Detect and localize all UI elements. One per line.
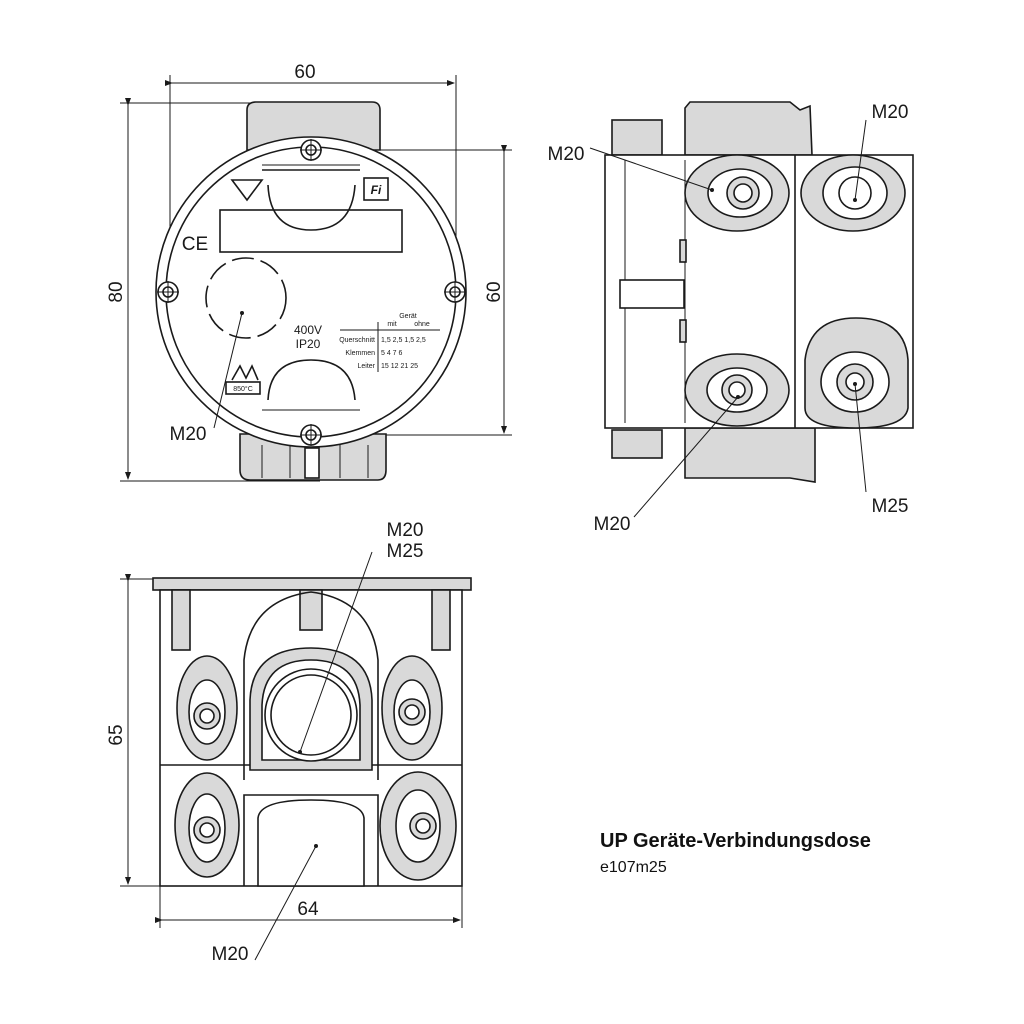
knockout-side-bottom-right	[804, 317, 909, 429]
bottom-label-center-1: M20	[387, 520, 424, 541]
knockout-bottom-lower-right	[379, 771, 457, 881]
fi-mark-icon	[363, 177, 389, 201]
voltage-label: 400V	[294, 323, 322, 337]
dim-height-label: 80	[106, 281, 127, 302]
spec-table: Gerät mit ohne Querschnitt 1,5 2,5 1,5 2…	[339, 313, 440, 372]
front-view: 60 80 60	[106, 62, 512, 482]
screw-hole-left	[157, 281, 179, 303]
knockout-side-top-right	[800, 154, 906, 232]
screw-hole-right	[444, 281, 466, 303]
flame-icon	[231, 364, 259, 381]
bottom-dim-width-label: 64	[297, 899, 319, 920]
screw-hole-top	[300, 139, 322, 161]
side-view: M20 M20 M20 M25	[548, 101, 914, 535]
knockout-side-bottom-left	[684, 353, 790, 427]
side-label-top-right: M20	[872, 102, 909, 123]
bottom-dim-height-label: 65	[106, 724, 127, 745]
svg-text:5 4 7 6: 5 4 7 6	[381, 350, 403, 357]
temp-mark-label: 850°C	[233, 385, 253, 393]
svg-text:Querschnitt: Querschnitt	[339, 337, 375, 344]
caption-block: UP Geräte-Verbindungsdose e107m25	[600, 830, 871, 877]
knockout-side-top-left	[684, 154, 790, 232]
caption-code: e107m25	[600, 859, 667, 876]
bottom-label-lower: M20	[212, 944, 249, 965]
screw-hole-bottom	[300, 424, 322, 446]
knockout-bottom-lower-left	[174, 772, 240, 878]
svg-text:ohne: ohne	[414, 321, 430, 328]
ip-label: IP20	[296, 337, 321, 351]
side-label-bottom-right: M25	[872, 496, 909, 517]
side-label-top-left: M20	[548, 144, 585, 165]
svg-text:15 12 21 25: 15 12 21 25	[381, 363, 418, 370]
svg-text:Gerät: Gerät	[399, 313, 417, 320]
bottom-view: 65 64	[106, 520, 472, 965]
knockout-bottom-top-right	[381, 655, 443, 761]
bottom-label-center-2: M25	[387, 541, 424, 562]
caption-title: UP Geräte-Verbindungsdose	[600, 830, 871, 852]
knockout-label: M20	[170, 424, 207, 445]
ce-mark-label: CE	[182, 234, 208, 255]
knockout-m20-front	[205, 257, 287, 339]
svg-text:Leiter: Leiter	[357, 363, 375, 370]
knockout-bottom-center	[249, 647, 373, 771]
svg-text:mit: mit	[387, 321, 396, 328]
dim-hole-spacing-label: 60	[484, 281, 505, 302]
svg-text:Klemmen: Klemmen	[345, 350, 375, 357]
svg-text:1,5 2,5 1,5 2,5: 1,5 2,5 1,5 2,5	[381, 337, 426, 344]
triangle-icon	[230, 179, 264, 202]
knockout-bottom-top-left	[176, 655, 238, 761]
dim-width-label: 60	[294, 62, 315, 83]
side-label-bottom-left: M20	[594, 514, 631, 535]
fi-mark-label: Fi	[371, 183, 382, 197]
